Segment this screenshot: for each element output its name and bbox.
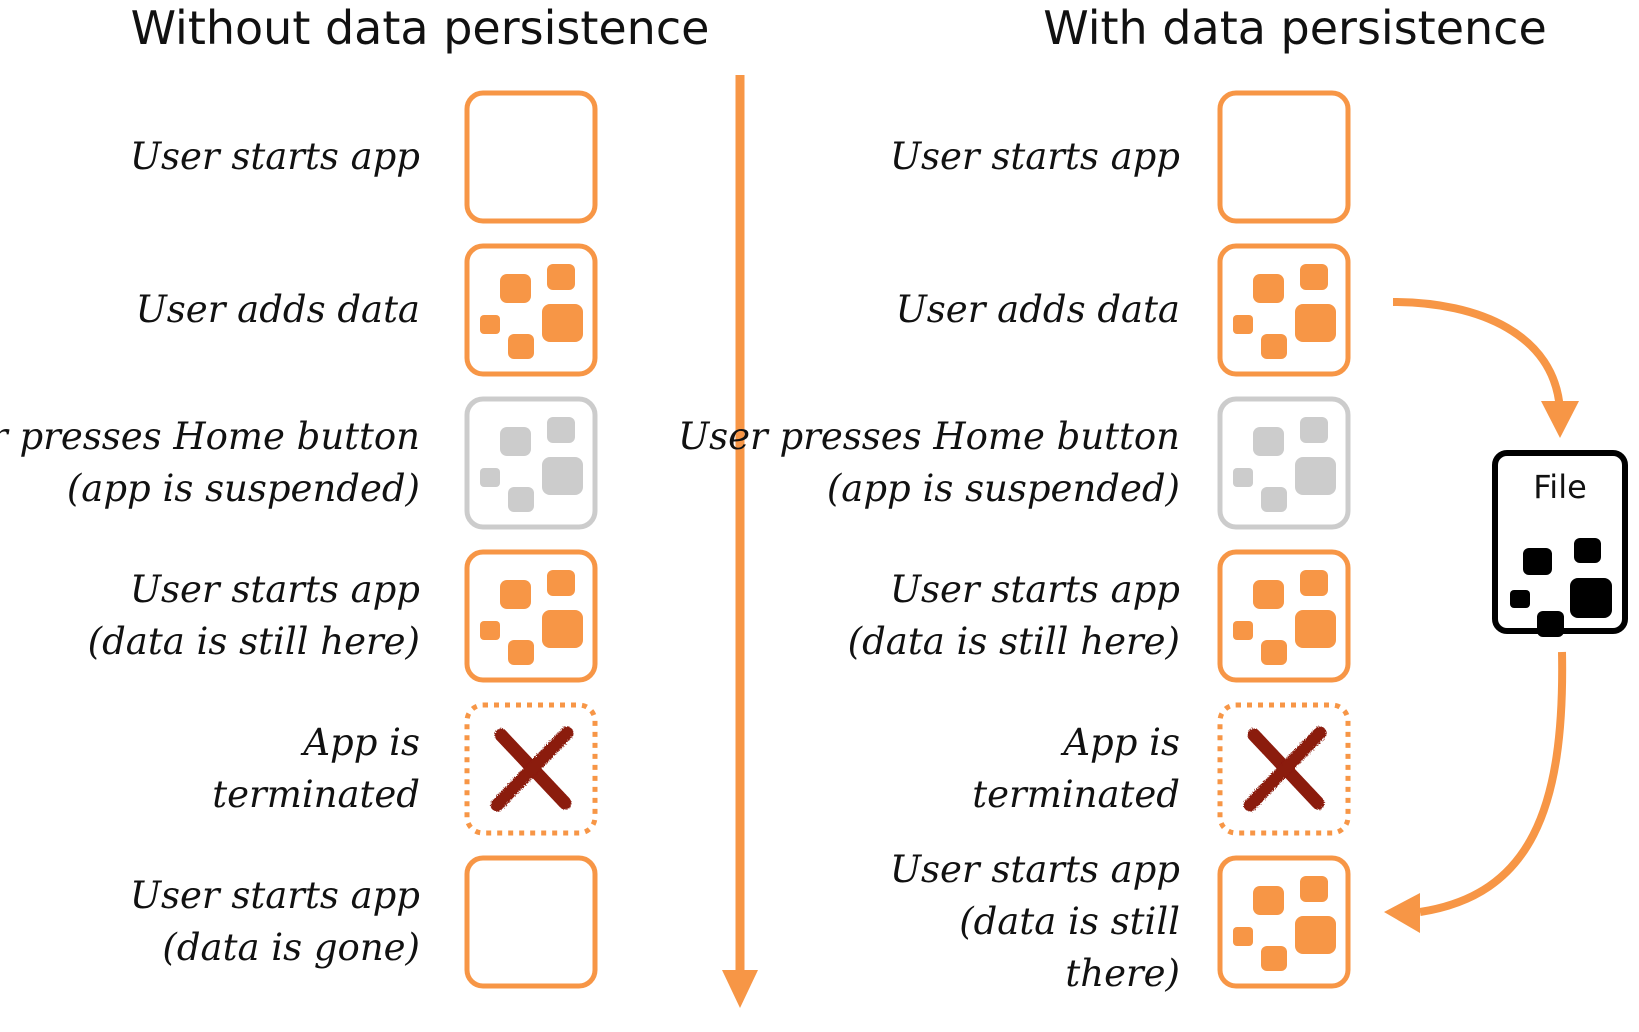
data-block bbox=[500, 274, 531, 303]
data-block bbox=[1253, 886, 1284, 915]
data-block bbox=[1300, 876, 1328, 902]
data-block bbox=[508, 487, 534, 512]
file-icon: File bbox=[1492, 450, 1628, 637]
step-label: App is bbox=[300, 721, 420, 764]
data-block bbox=[1233, 315, 1253, 334]
data-block bbox=[1300, 417, 1328, 443]
data-block bbox=[1233, 468, 1253, 487]
data-block bbox=[1295, 457, 1336, 495]
step-label: (data is still bbox=[959, 900, 1180, 943]
data-block bbox=[1253, 427, 1284, 456]
data-block bbox=[547, 570, 575, 596]
step-row: User presses Home button (app is suspende… bbox=[678, 396, 1351, 530]
data-block bbox=[1233, 621, 1253, 640]
panel-title-with: With data persistence bbox=[1043, 1, 1547, 55]
data-block bbox=[1295, 304, 1336, 342]
step-label: terminated bbox=[972, 773, 1180, 816]
data-block bbox=[547, 417, 575, 443]
step-label: terminated bbox=[212, 773, 420, 816]
data-block bbox=[1261, 946, 1287, 971]
timeline-arrow bbox=[722, 75, 758, 1008]
data-block bbox=[480, 621, 500, 640]
step-label: User starts app bbox=[130, 568, 420, 611]
file-data-block bbox=[1570, 578, 1612, 618]
data-block bbox=[542, 610, 583, 648]
step-label: User starts app bbox=[890, 135, 1180, 178]
file-data-block bbox=[1523, 548, 1552, 575]
step-label: User starts app bbox=[890, 848, 1180, 891]
step-row: User starts app bbox=[890, 90, 1351, 224]
step-row: App is terminated bbox=[212, 702, 598, 836]
data-block bbox=[1233, 927, 1253, 946]
data-block bbox=[547, 264, 575, 290]
data-block bbox=[1261, 640, 1287, 665]
step-label: User starts app bbox=[130, 874, 420, 917]
data-block bbox=[1253, 274, 1284, 303]
restore-from-file-arrow bbox=[1384, 651, 1567, 933]
step-label: (data is still here) bbox=[848, 620, 1180, 663]
step-label: (app is suspended) bbox=[827, 467, 1180, 510]
data-block bbox=[542, 457, 583, 495]
step-row: App is terminated bbox=[972, 702, 1351, 836]
step-label: App is bbox=[1060, 721, 1180, 764]
data-block bbox=[1295, 916, 1336, 954]
step-row: User starts app (data is gone) bbox=[130, 855, 598, 989]
app-box-empty bbox=[1217, 90, 1351, 224]
step-row: User adds data bbox=[896, 243, 1351, 377]
data-block bbox=[1295, 610, 1336, 648]
step-label: User presses Home button bbox=[678, 415, 1180, 458]
step-label: User adds data bbox=[896, 288, 1180, 331]
file-data-block bbox=[1510, 590, 1530, 608]
file-data-block bbox=[1574, 538, 1601, 563]
save-to-file-arrow bbox=[1392, 298, 1579, 438]
data-block bbox=[542, 304, 583, 342]
step-label: User adds data bbox=[136, 288, 420, 331]
step-label: there) bbox=[1065, 952, 1180, 995]
step-label: (app is suspended) bbox=[67, 467, 420, 510]
panel-title-without: Without data persistence bbox=[131, 1, 710, 55]
app-box-empty bbox=[464, 855, 598, 989]
terminated-x-icon bbox=[1243, 726, 1327, 812]
data-block bbox=[508, 334, 534, 359]
step-label: User starts app bbox=[130, 135, 420, 178]
data-block bbox=[1261, 487, 1287, 512]
step-label: (data is gone) bbox=[162, 926, 420, 969]
data-block bbox=[1300, 570, 1328, 596]
step-row: User starts app (data is still there) bbox=[890, 848, 1351, 995]
step-row: User starts app bbox=[130, 90, 598, 224]
file-data-block bbox=[1537, 611, 1564, 637]
step-label: User starts app bbox=[890, 568, 1180, 611]
step-label: (data is still here) bbox=[88, 620, 420, 663]
terminated-x-icon bbox=[490, 726, 574, 812]
step-row: User presses Home button (app is suspende… bbox=[0, 396, 598, 530]
step-row: User starts app (data is still here) bbox=[848, 549, 1351, 683]
step-label: User presses Home button bbox=[0, 415, 420, 458]
step-row: User starts app (data is still here) bbox=[88, 549, 598, 683]
data-block bbox=[508, 640, 534, 665]
data-block bbox=[1253, 580, 1284, 609]
data-block bbox=[480, 315, 500, 334]
file-label: File bbox=[1533, 468, 1587, 506]
step-row: User adds data bbox=[136, 243, 598, 377]
app-box-empty bbox=[464, 90, 598, 224]
data-block bbox=[1261, 334, 1287, 359]
data-block bbox=[1300, 264, 1328, 290]
data-block bbox=[480, 468, 500, 487]
data-block bbox=[500, 427, 531, 456]
data-block bbox=[500, 580, 531, 609]
